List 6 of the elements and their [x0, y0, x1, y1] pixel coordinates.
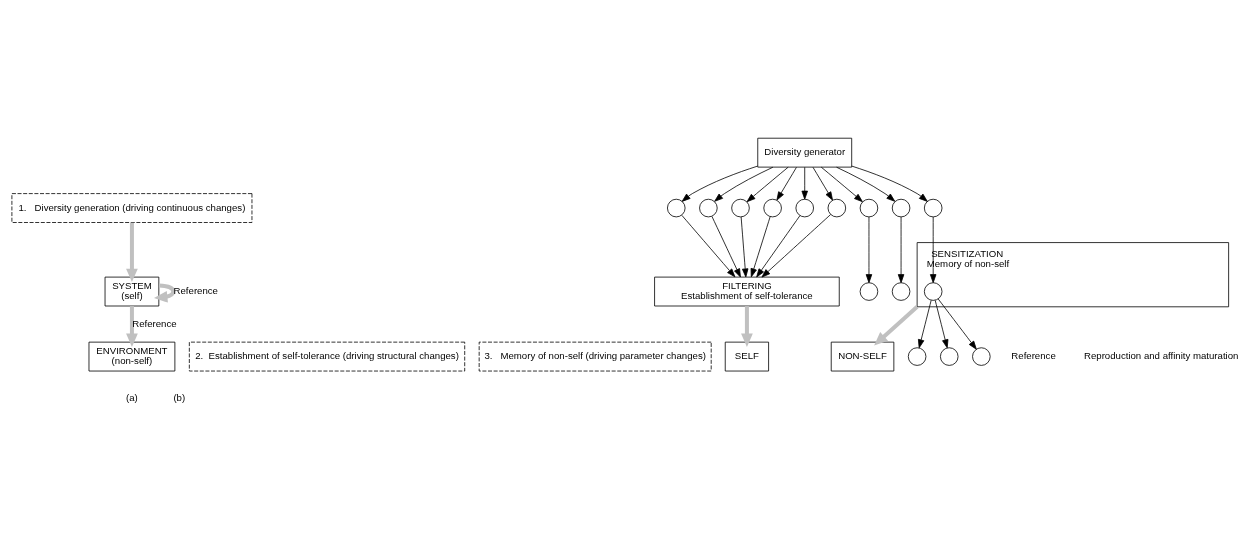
label: (b): [173, 391, 186, 403]
label: Reproduction and affinity maturation: [1083, 349, 1239, 361]
edge-label: Reference: [132, 317, 177, 329]
label: (a): [126, 391, 138, 403]
label: Reference: [1011, 349, 1056, 361]
edge-label: Reference: [173, 284, 218, 296]
